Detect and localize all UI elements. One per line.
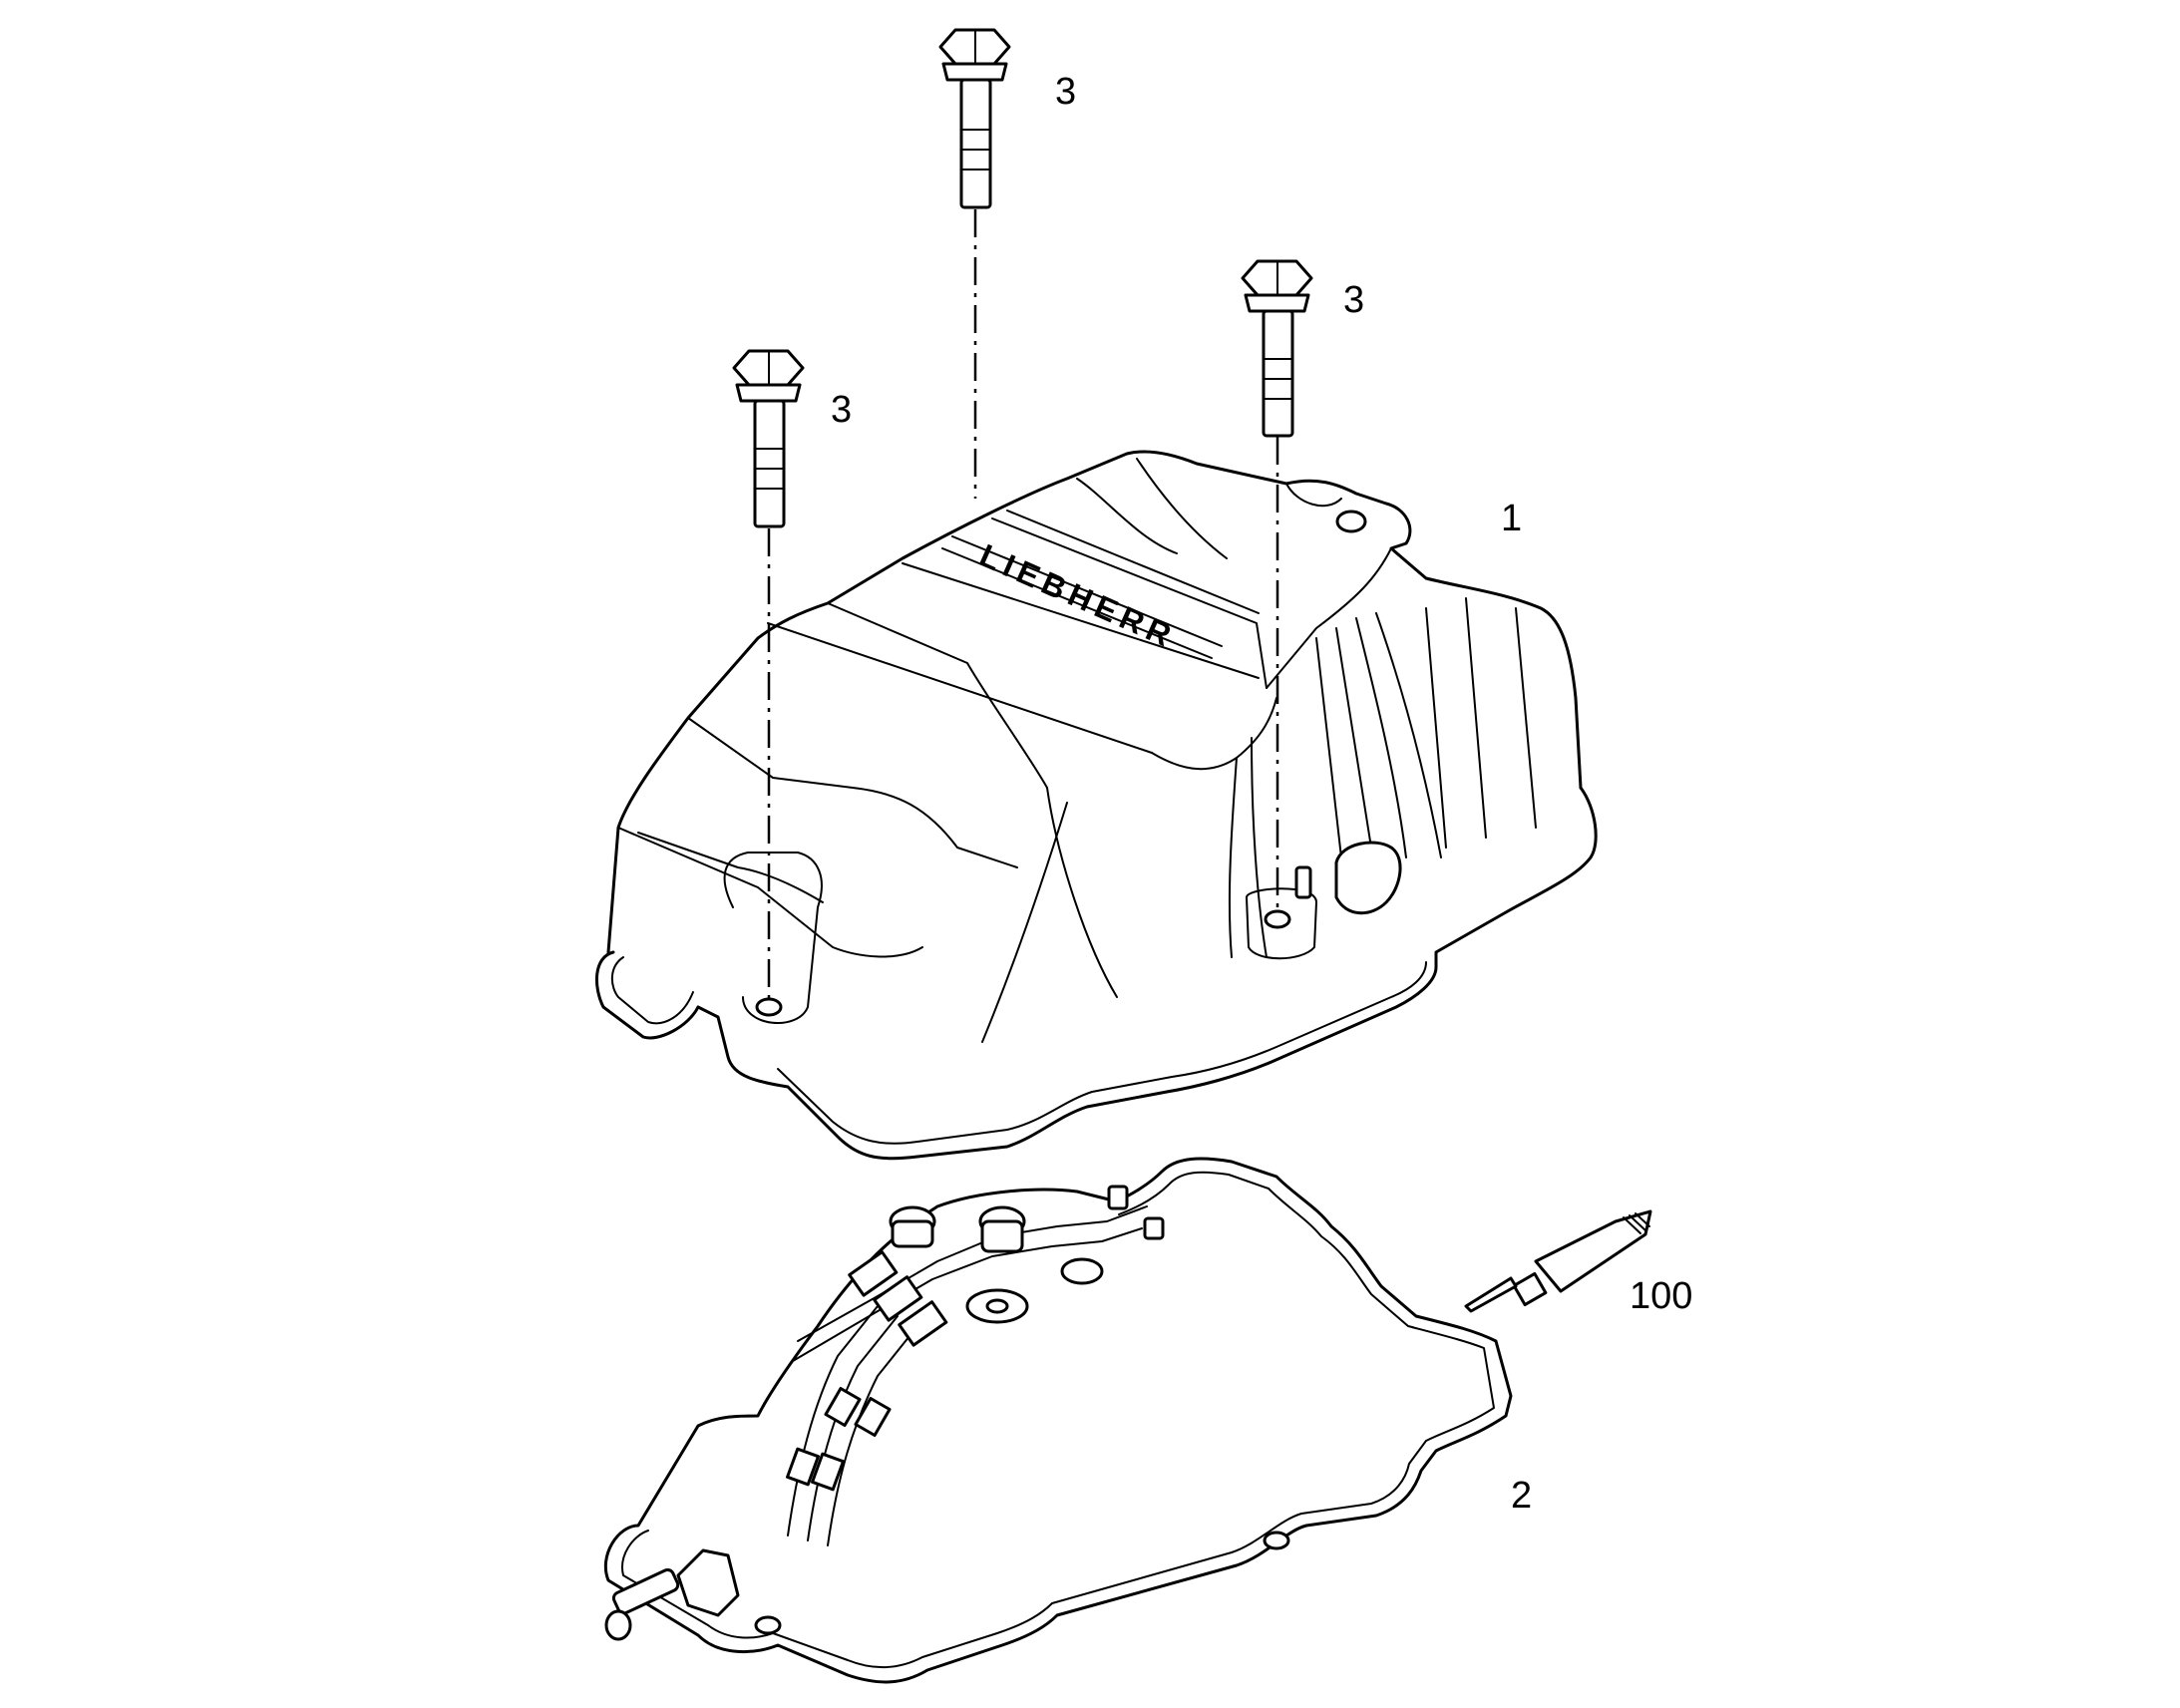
callout-3-left: 3 — [831, 389, 852, 431]
cylinder-head-cover: LIEBHERR — [594, 450, 1598, 1161]
bolt-top — [938, 28, 1011, 209]
cover-gasket — [603, 1157, 1513, 1684]
bolt-left — [732, 349, 805, 528]
callout-2: 2 — [1511, 1475, 1532, 1517]
callout-3-right: 3 — [1343, 279, 1364, 321]
callout-100: 100 — [1630, 1275, 1692, 1317]
bolt-right — [1241, 259, 1313, 438]
callout-1: 1 — [1501, 498, 1522, 539]
callout-3-top: 3 — [1055, 71, 1076, 113]
assembly-center-lines — [767, 209, 1279, 1007]
sealant-tube — [1464, 1209, 1652, 1313]
